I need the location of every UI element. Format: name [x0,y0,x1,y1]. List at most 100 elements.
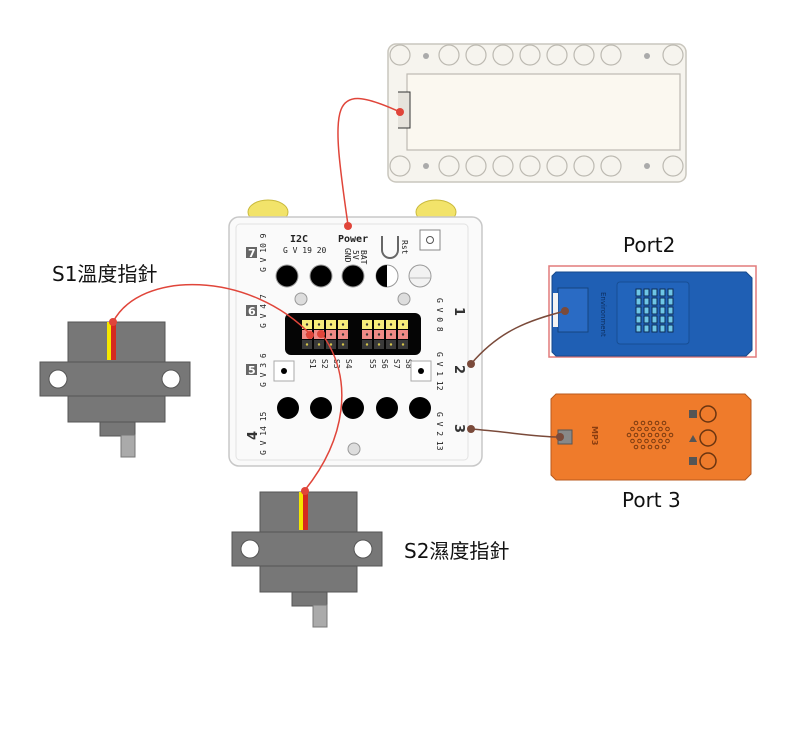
speaker-hole [647,444,653,450]
sensor-cell [667,288,674,297]
wire-battery-power [337,97,401,226]
sensor-cell [635,297,642,306]
speaker-hole [630,438,635,444]
sensor-cell [651,288,658,297]
wires [109,97,569,495]
port-3-number: 3 [451,424,466,433]
battery-bottom-holes [389,155,684,177]
sensor-cell [635,306,642,315]
port-3-pins: G V 2 13 [435,412,444,451]
speaker-hole [668,432,674,438]
port-1-pins: G V 0 8 [435,298,444,332]
speaker-hole [658,438,663,444]
speaker-hole [640,432,646,438]
i2c-header: I2C [290,234,308,245]
servo-label-s8: S8 [404,359,413,369]
speaker-hole [644,438,649,444]
port-2-number: 2 [451,365,466,374]
speaker-hole [630,426,635,432]
sensor-cell [635,288,642,297]
port-6-pins: G V 4 7 [259,294,268,328]
sensor-cell [651,315,658,324]
port-4-number: 4 [246,431,261,440]
s1-temperature-label: S1溫度指針 [52,262,158,286]
servo-label-s4: S4 [344,359,353,369]
environment-sensor-grid [635,288,674,333]
speaker-hole [633,432,639,438]
speaker-hole [654,420,660,426]
speaker-hole [665,426,670,432]
servo-label-s6: S6 [380,359,389,369]
wire-s1 [112,283,313,337]
speaker-hole [661,420,667,426]
port-4-pins: G V 14 15 [259,411,268,455]
sensor-cell [651,297,658,306]
power-pin-bat: BAT [359,250,368,265]
sensor-cell [635,324,642,333]
sensor-cell [659,306,666,315]
port-2-pins: G V 1 12 [435,352,444,391]
sensor-cell [659,324,666,333]
speaker-hole [661,432,667,438]
sensor-cell [667,324,674,333]
speaker-hole [640,444,646,450]
mp3-buttons [689,405,717,470]
sensor-cell [659,315,666,324]
i2c-pins: G V 19 20 [283,246,327,255]
speaker-hole [637,438,642,444]
environment-module-name: Environment [599,292,607,337]
power-header: Power [338,234,368,245]
sensor-cell [643,306,650,315]
sensor-cell [643,324,650,333]
mp3-play-button[interactable] [699,429,717,447]
power-switch[interactable] [381,236,399,259]
speaker-hole [626,432,632,438]
battery-holder [387,43,687,183]
battery-compartment [406,73,681,151]
wire-port2 [470,310,566,365]
port-5-number: 5 [248,364,256,377]
servo-s1 [39,321,191,458]
reset-label: Rst [400,240,409,255]
servo-label-s5: S5 [368,359,377,369]
servo-label-s1: S1 [308,359,317,369]
mp3-prev-button[interactable] [699,405,717,423]
speaker-hole [640,420,646,426]
speaker-hole [651,426,656,432]
port2-label: Port2 [623,233,676,257]
sensor-cell [667,306,674,315]
speaker-grille [626,420,674,450]
speaker-hole [633,444,639,450]
sensor-cell [651,324,658,333]
servo-s2 [231,491,383,628]
bottom-sockets [277,397,431,419]
speaker-hole [654,444,660,450]
prev-icon [689,410,697,418]
reset-button[interactable] [419,229,441,251]
play-icon [689,435,697,442]
servo-label-s2: S2 [320,359,329,369]
speaker-hole [647,420,653,426]
sensor-cell [651,306,658,315]
power-pin-gnd: GND [343,248,352,263]
port3-label: Port 3 [622,488,681,512]
sensor-cell [643,297,650,306]
s2-humidity-label: S2濕度指針 [404,539,510,563]
sensor-cell [659,297,666,306]
port-7-number: 7 [248,247,256,260]
power-pin-5v: 5V [351,250,360,260]
battery-top-holes [389,44,684,66]
servo-label-s7: S7 [392,359,401,369]
mp3-next-button[interactable] [699,452,717,470]
speaker-hole [654,432,660,438]
speaker-hole [644,426,649,432]
sensor-cell [635,315,642,324]
wire-port3 [470,428,561,438]
port-6-number: 6 [248,305,256,318]
sensor-cell [643,288,650,297]
sensor-cell [659,288,666,297]
next-icon [689,457,697,465]
speaker-hole [637,426,642,432]
speaker-hole [651,438,656,444]
wire-s2 [304,333,343,491]
